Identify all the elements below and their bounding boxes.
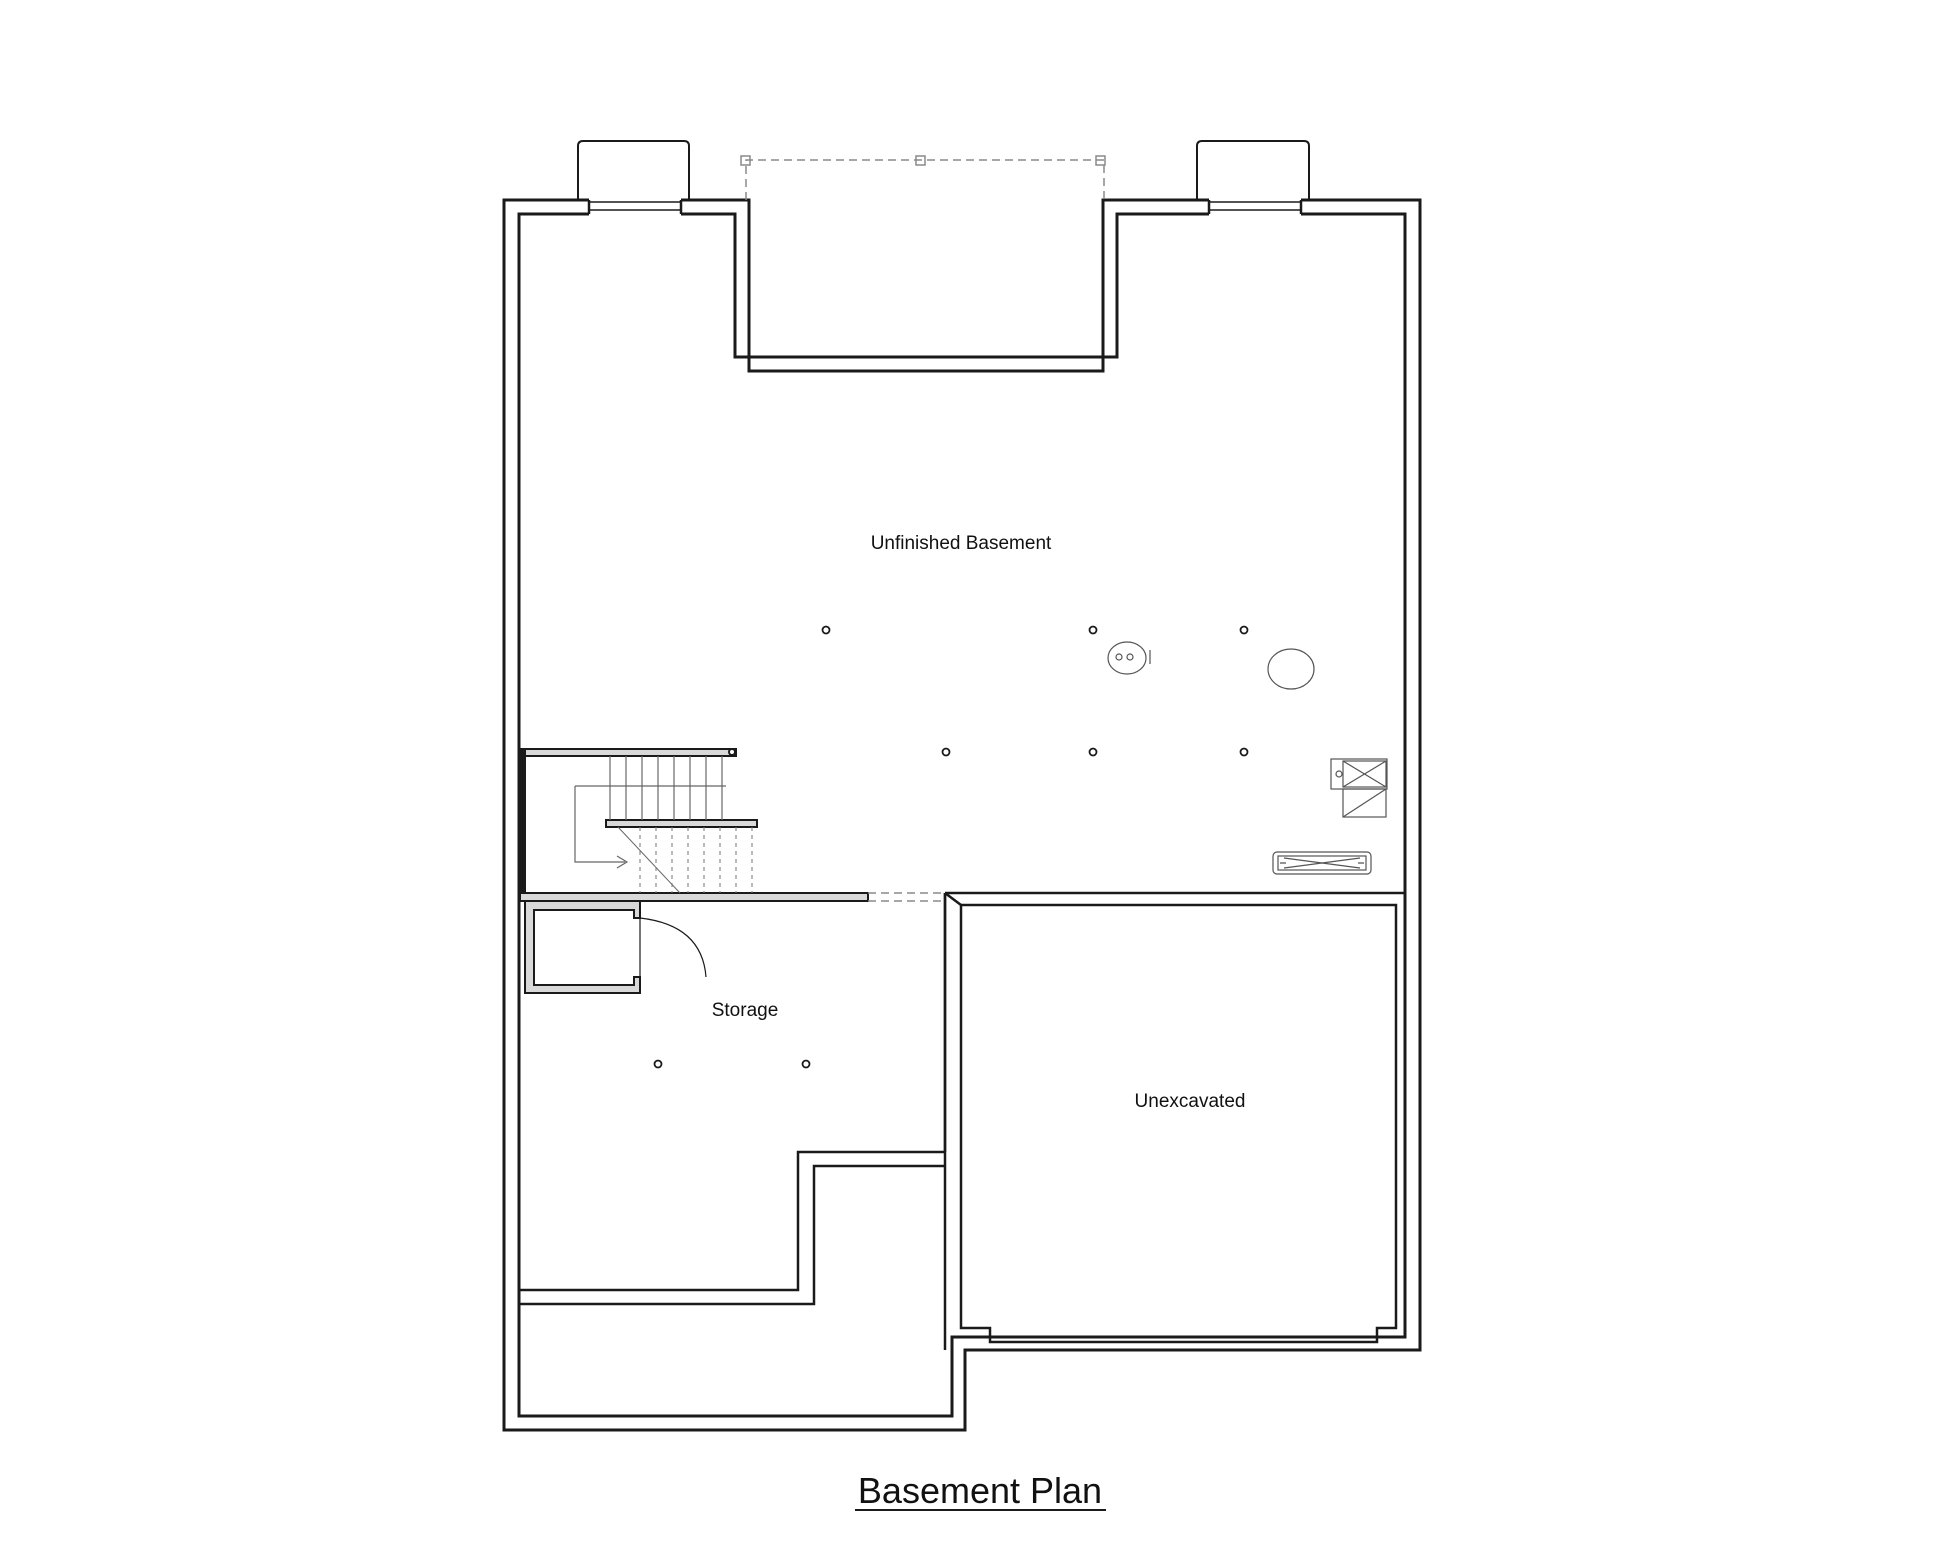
post: [1239, 747, 1249, 757]
post: [801, 1059, 811, 1069]
window-wells: [577, 140, 1310, 217]
foundation-walls: [502, 198, 1422, 1432]
storage-step-wall-outer: [519, 1150, 945, 1292]
furnace-icon: [1330, 758, 1388, 790]
post: [1088, 747, 1098, 757]
window-well-left: [577, 140, 690, 200]
post: [821, 625, 831, 635]
stair-bottom-wall: [519, 892, 869, 902]
stair-walls: [519, 748, 869, 902]
stair-left-wall: [519, 748, 526, 898]
foundation-outer-outline: [502, 198, 1422, 1432]
unexcavated-inner-outline: [959, 903, 1398, 1344]
room-label-unfinished-basement: Unfinished Basement: [871, 533, 1052, 554]
window-gap-right: [1209, 197, 1301, 217]
post: [653, 1059, 663, 1069]
plan-title: Basement Plan: [858, 1470, 1102, 1511]
room-label-storage: Storage: [712, 1000, 779, 1021]
post: [941, 747, 951, 757]
tank-icon: [1267, 648, 1315, 690]
post: [1088, 625, 1098, 635]
closet-door-swing: [639, 917, 707, 978]
support-posts: [653, 625, 1249, 1069]
interior-walls: [519, 891, 1405, 1350]
dashed-porch-outline: [740, 155, 1106, 200]
foundation-inner-outline: [517, 212, 1407, 1418]
storage-step-wall-inner: [519, 1164, 945, 1306]
storage-closet: [524, 900, 707, 994]
window-well-right: [1196, 140, 1310, 200]
stair-landing-wall: [605, 819, 758, 828]
opening-dashed: [868, 892, 945, 902]
room-label-unexcavated: Unexcavated: [1135, 1091, 1246, 1112]
stair-lower-treads: [639, 827, 753, 893]
stair-top-wall: [519, 748, 737, 757]
post: [1239, 625, 1249, 635]
mechanical-fixtures: [1107, 641, 1388, 875]
sump-pit-icon: [1272, 851, 1372, 875]
water-heater-icon: [1107, 641, 1147, 675]
closet-wall: [524, 900, 641, 994]
window-gap-left: [589, 197, 681, 217]
stair-treads: [574, 756, 726, 894]
